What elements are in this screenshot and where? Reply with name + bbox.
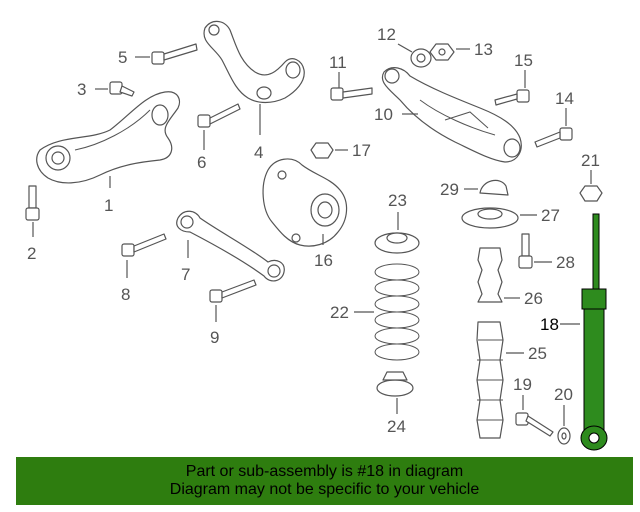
part-15-bolt — [494, 89, 530, 106]
part-2-bolt — [25, 185, 40, 221]
label-2: 2 — [27, 244, 36, 263]
label-19: 19 — [513, 375, 532, 394]
label-29: 29 — [440, 180, 459, 199]
label-24: 24 — [387, 417, 406, 436]
part-19-bolt — [515, 412, 554, 437]
label-22: 22 — [330, 303, 349, 322]
part-16-knuckle — [262, 158, 348, 247]
part-24-seat — [376, 371, 414, 397]
callout-labels: 1 2 3 4 5 6 7 8 9 10 11 12 13 14 15 16 1… — [27, 25, 600, 436]
label-7: 7 — [181, 265, 190, 284]
banner-line-1: Part or sub-assembly is #18 in diagram — [185, 463, 464, 480]
part-23-seat — [374, 232, 420, 254]
part-4-arm — [203, 20, 305, 104]
label-26: 26 — [524, 289, 543, 308]
label-8: 8 — [121, 285, 130, 304]
label-13: 13 — [474, 40, 493, 59]
parts-diagram: 1 2 3 4 5 6 7 8 9 10 11 12 13 14 15 16 1… — [25, 20, 608, 451]
part-6-bolt — [197, 103, 241, 128]
label-6: 6 — [197, 153, 206, 172]
part-5-bolt — [151, 43, 198, 65]
part-21-nut — [579, 185, 603, 202]
label-28: 28 — [556, 253, 575, 272]
part-27-mount — [461, 207, 519, 229]
part-18-shock-absorber[interactable] — [580, 213, 608, 451]
label-23: 23 — [388, 191, 407, 210]
label-18: 18 — [540, 315, 559, 334]
part-11-bolt — [330, 87, 373, 101]
label-15: 15 — [514, 51, 533, 70]
part-1-control-arm — [36, 91, 181, 184]
label-25: 25 — [528, 344, 547, 363]
label-11: 11 — [329, 53, 347, 72]
label-27: 27 — [541, 206, 560, 225]
leader-lines — [32, 43, 592, 426]
label-5: 5 — [118, 48, 127, 67]
part-26-bump-stop — [477, 247, 503, 303]
part-9-bolt — [209, 279, 257, 303]
part-7-link — [176, 210, 285, 282]
label-1: 1 — [104, 196, 113, 215]
part-17-nut — [310, 142, 334, 159]
label-3: 3 — [77, 80, 86, 99]
part-28-bolt — [518, 233, 533, 269]
part-3-bolt — [109, 81, 135, 97]
part-25-boot — [476, 321, 504, 439]
label-17: 17 — [352, 141, 371, 160]
label-10: 10 — [374, 105, 393, 124]
part-14-bolt — [534, 127, 573, 148]
label-20: 20 — [554, 385, 573, 404]
part-22-spring — [374, 263, 420, 361]
part-20-washer — [557, 427, 571, 445]
label-9: 9 — [210, 328, 219, 347]
label-21: 21 — [581, 151, 600, 170]
part-29-cap — [479, 179, 509, 196]
label-14: 14 — [555, 89, 574, 108]
label-16: 16 — [314, 251, 333, 270]
label-12: 12 — [377, 25, 396, 44]
label-4: 4 — [254, 143, 263, 162]
notice-banner: Part or sub-assembly is #18 in diagram D… — [16, 457, 633, 505]
part-13-nut — [429, 43, 455, 61]
part-10-control-arm — [381, 67, 522, 163]
banner-line-2: Diagram may not be specific to your vehi… — [169, 481, 480, 498]
part-8-bolt — [121, 233, 167, 257]
part-12-washer — [410, 48, 432, 68]
